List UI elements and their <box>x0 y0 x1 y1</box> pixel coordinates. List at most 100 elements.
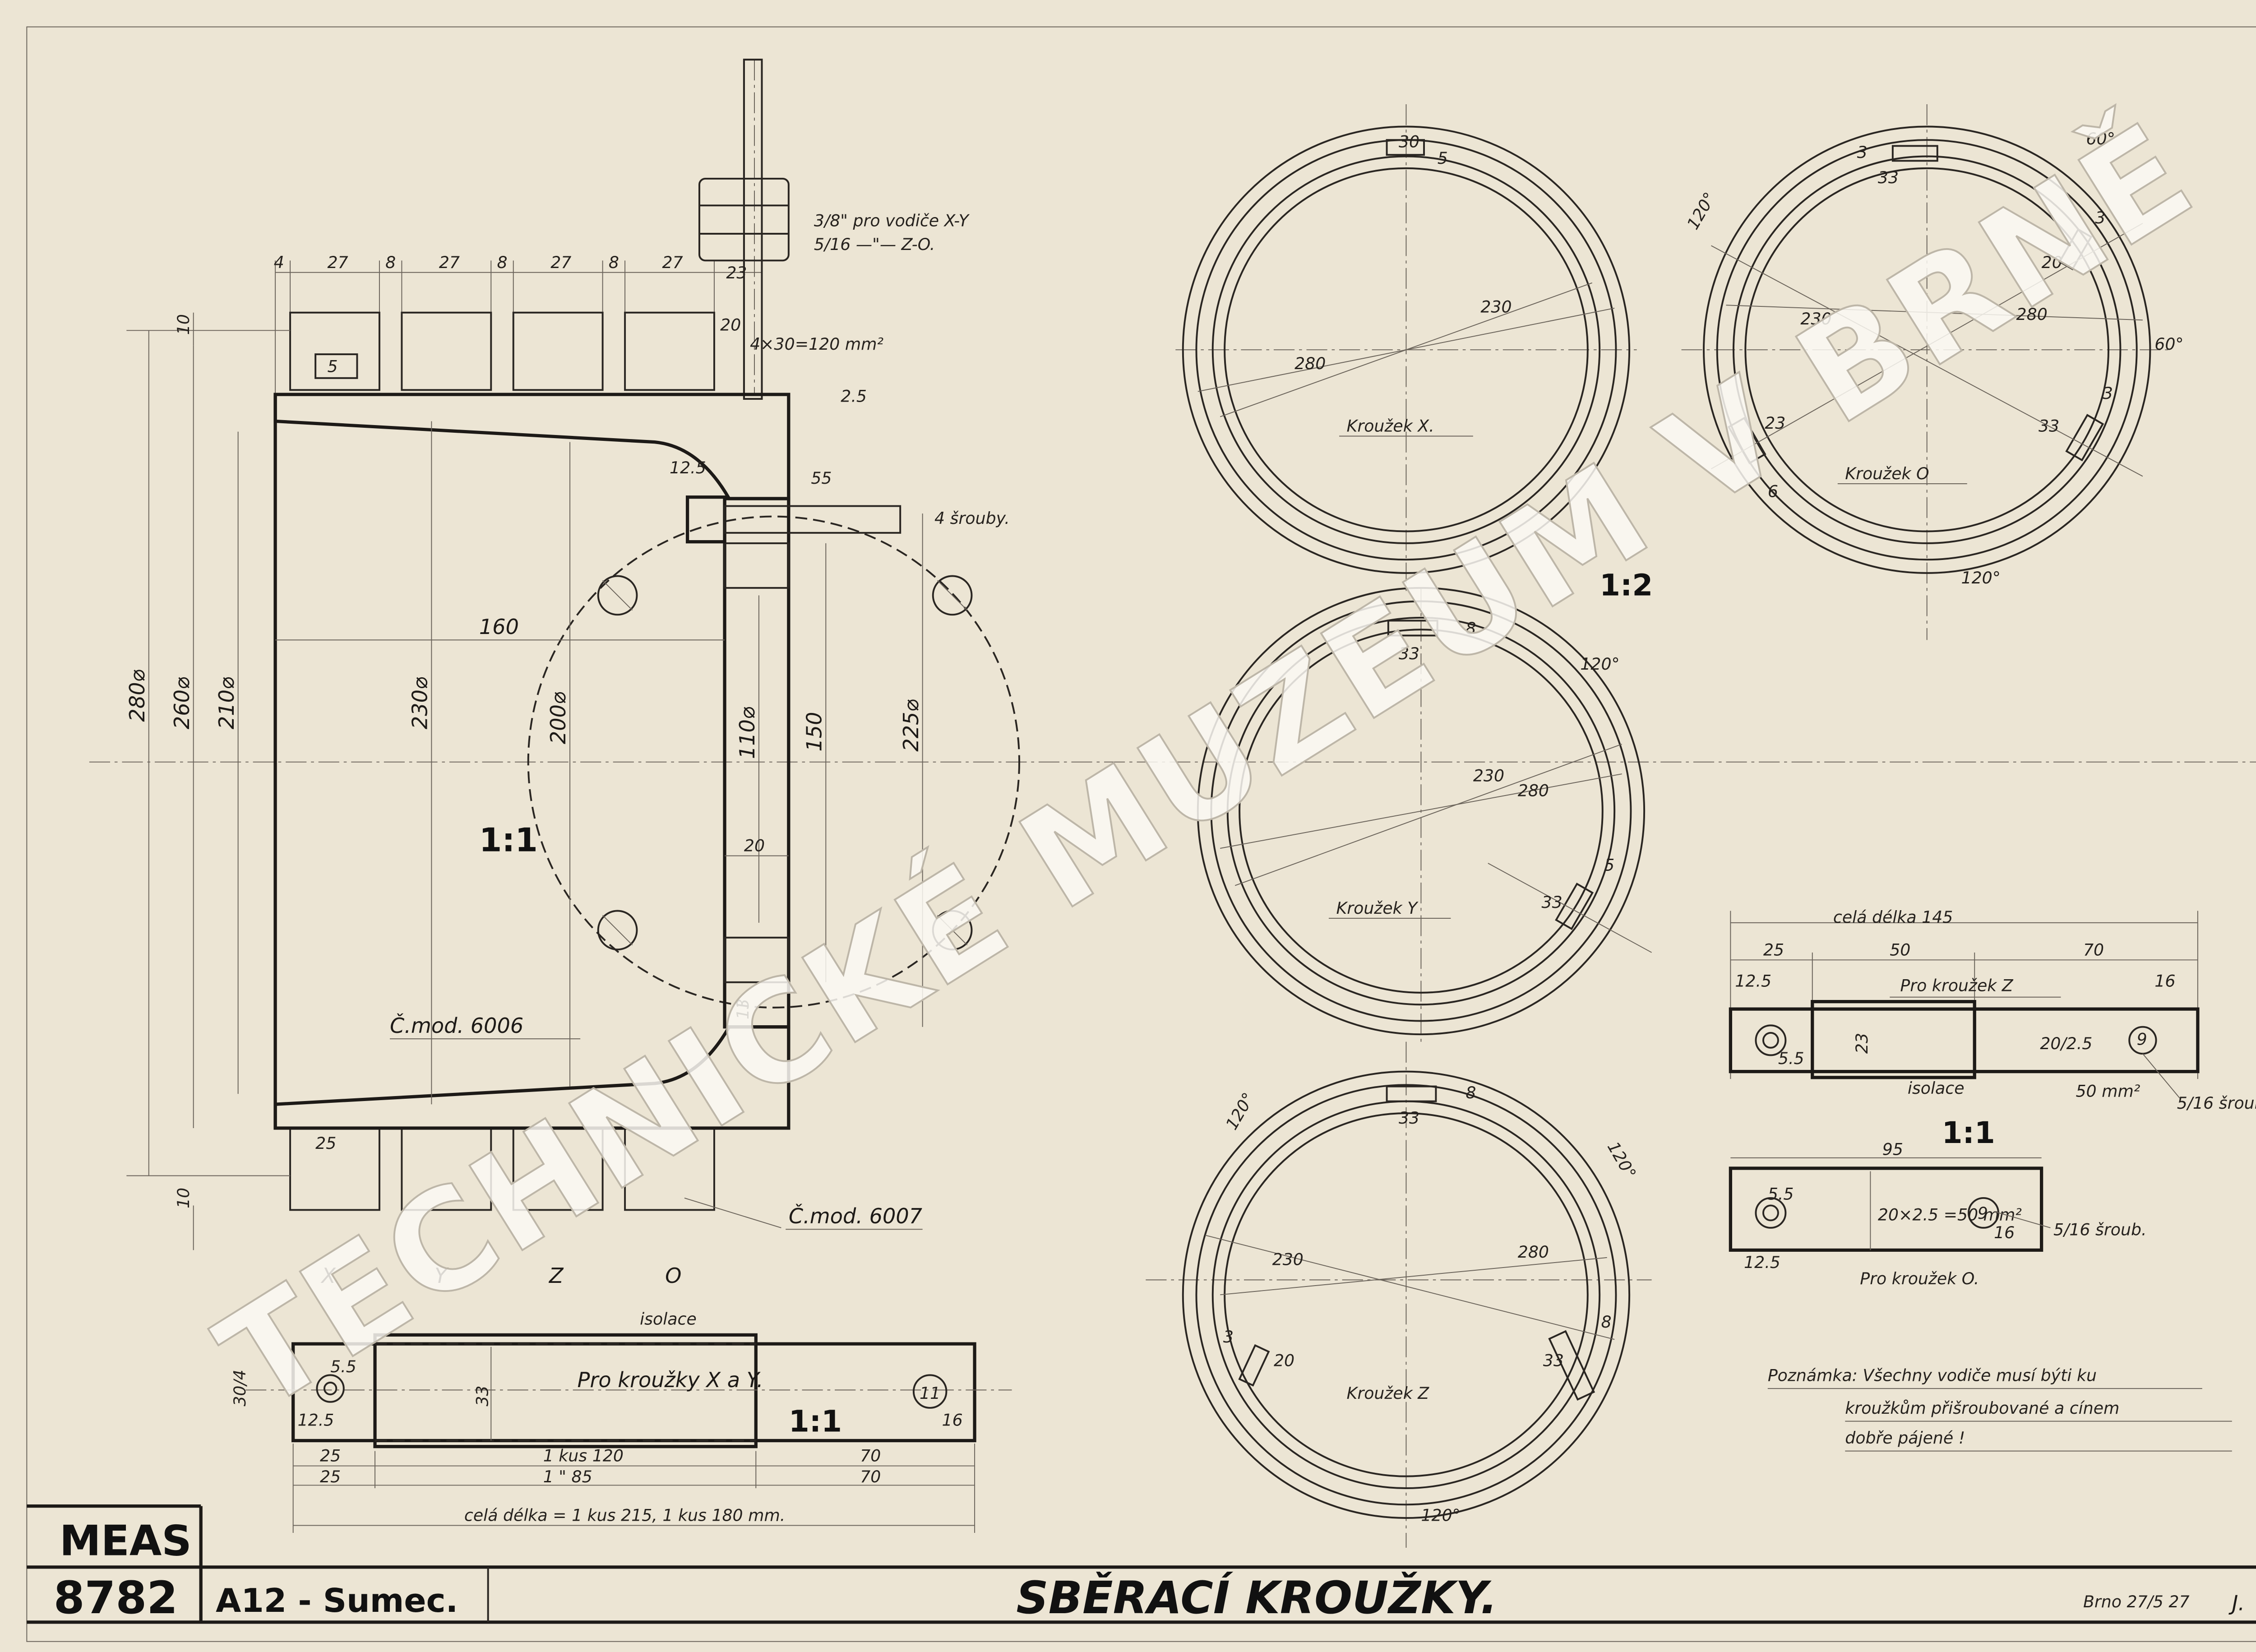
dimension-label: 25 <box>1763 940 1784 959</box>
ring-label-o: O <box>665 1263 681 1288</box>
scale-label: 1:1 <box>789 1404 842 1439</box>
dimension-label: 20 <box>2042 253 2062 272</box>
dimension-label: 230 <box>1272 1249 1304 1269</box>
angle-label: 120° <box>1580 654 1619 674</box>
ring-label: Kroužek X. <box>1347 416 1434 436</box>
ring-label-y: Y <box>435 1263 449 1288</box>
dimension-label: 3 <box>2103 384 2113 403</box>
dimension-label: 70 <box>860 1446 881 1466</box>
dimension-label: 8 <box>497 253 507 272</box>
dimension-label: 70 <box>2083 940 2104 959</box>
dimension-label: 9 <box>1978 1203 1988 1223</box>
note: Poznámka: Všechny vodiče musí býti ku kr… <box>1767 1366 2232 1452</box>
dimension-label: 200⌀ <box>546 692 570 744</box>
archive-code: MEAS <box>60 1516 192 1565</box>
dimension-label: 16 <box>942 1411 963 1430</box>
bolt-label: 5/16 šroub <box>2177 1093 2256 1113</box>
dimension-label: 12.5 <box>298 1411 334 1430</box>
dimension-label: 3 <box>2095 208 2105 227</box>
dimension-label: 110⌀ <box>735 707 759 759</box>
bolt-note: 3/8" pro vodiče X-Y <box>814 211 970 230</box>
dimension-label: 16 <box>2154 972 2175 991</box>
dimension-label: 3 <box>1223 1327 1234 1347</box>
dimension-label: 8 <box>1601 1312 1611 1332</box>
title-block: MEAS 8782 A12 - Sumec. SBĚRACÍ KROUŽKY. … <box>27 1504 2256 1624</box>
model-number: Č.mod. 6007 <box>789 1203 922 1228</box>
dimension-label: 25 <box>320 1446 341 1466</box>
dimension-label: 225⌀ <box>899 699 923 752</box>
dimension-label: 23 <box>1765 413 1785 433</box>
dimension-label: 12.5 <box>670 458 706 477</box>
dimension-label: 280 <box>1518 1242 1549 1262</box>
dimension-label: 30/4 <box>230 1370 250 1406</box>
dimension-label: 280⌀ <box>125 670 149 722</box>
dimension-label: 280 <box>1518 781 1549 801</box>
dimension-label: 2.5 <box>841 387 867 406</box>
drawing-number: 8782 <box>54 1572 178 1624</box>
hub-plate <box>723 497 791 1029</box>
total-length-label: celá délka = 1 kus 215, 1 kus 180 mm. <box>464 1506 785 1525</box>
dimension-label: 95 <box>1882 1139 1903 1159</box>
dimension-label: 5.5 <box>1768 1184 1794 1203</box>
dimension-label: 10 <box>174 1188 193 1208</box>
dimension-label: 160 <box>479 615 519 639</box>
dimension-label: 23 <box>1852 1033 1872 1054</box>
dimension-label: 20/2.5 <box>2040 1034 2092 1053</box>
rings-scale-label: 1:2 <box>1600 568 1653 602</box>
angle-label: 60° <box>2086 129 2115 148</box>
dimension-label: 70 <box>860 1467 881 1486</box>
bolt-circle <box>527 515 1020 1009</box>
dimension-label: 33 <box>1878 168 1899 187</box>
dimension-label: 30 <box>1399 132 1419 152</box>
conductor-section-label: 4×30=120 mm² <box>750 334 883 354</box>
dimension-label: 150 <box>802 712 826 751</box>
ring-label-z: Z <box>548 1263 564 1288</box>
note-line: Poznámka: Všechny vodiče musí býti ku <box>1768 1366 2097 1385</box>
strip-label: Pro kroužky X a Y. <box>578 1368 763 1392</box>
dimension-label: 8 <box>385 253 396 272</box>
ring-o-drawing: 33 3 3 20 23 6 33 3 230 280 60° 60° 120°… <box>1681 104 2184 640</box>
isolation-label: isolace <box>1908 1078 1965 1098</box>
dimension-label: 230 <box>1800 309 1831 329</box>
model-number: Č.mod. 6006 <box>390 1013 523 1038</box>
dimension-label: 4 <box>274 253 284 272</box>
sheet-border <box>26 26 2256 1642</box>
date: Brno 27/5 27 <box>2083 1592 2190 1611</box>
strips-scale-label: 1:1 <box>1942 1115 1995 1150</box>
dimension-label: 8 <box>609 253 619 272</box>
strip-xy-drawing: isolace Pro kroužky X a Y. 1:1 5.5 12.5 … <box>230 1309 1012 1533</box>
ring-label: Kroužek O <box>1845 464 1929 483</box>
bolt-holes <box>597 575 973 951</box>
dimension-label: 25 <box>320 1467 341 1486</box>
dimension-label: 27 <box>662 253 683 272</box>
dimension-label: 27 <box>439 253 460 272</box>
dimension-label: 50 <box>1890 940 1910 959</box>
ring-label: Kroužek Y <box>1336 898 1419 918</box>
dimension-label: 33 <box>1399 1108 1419 1128</box>
section-label: 20×2.5 =50 mm² <box>1878 1205 2022 1224</box>
dimension-label: 9 <box>2137 1029 2147 1049</box>
dimension-label: 20 <box>720 315 741 334</box>
angle-label: 60° <box>2154 334 2183 354</box>
dimension-label: 6 <box>1768 482 1778 501</box>
strip-label: Pro kroužek Z <box>1900 976 2013 995</box>
dimension-label: 13 <box>733 999 753 1019</box>
bolt-note: 5/16 —"— Z-O. <box>814 235 935 254</box>
dimension-label: 55 <box>811 468 832 488</box>
dimension-label: 5 <box>328 357 338 376</box>
angle-label: 120° <box>1421 1506 1460 1525</box>
dimension-label: 280 <box>2016 305 2048 324</box>
dimension-label: 5.5 <box>330 1357 356 1376</box>
dimension-label: 8 <box>1465 1083 1476 1102</box>
dimension-label: 210⌀ <box>214 677 239 729</box>
bolt-shaft <box>724 505 901 534</box>
dimension-label: 260⌀ <box>170 677 194 729</box>
ring-y-drawing: 33 8 120° 230 280 33 5 Kroužek Y <box>1197 587 1652 1042</box>
ring-x-drawing: 30 5 230 280 Kroužek X. <box>1175 104 1637 596</box>
dimension-label: 20 <box>744 836 765 856</box>
strip-o-drawing: 95 5.5 20×2.5 =50 mm² 9 16 5/16 šroub. 1… <box>1729 1139 2147 1288</box>
dimension-label: 27 <box>328 253 348 272</box>
dimension-label: 1 kus 120 <box>543 1446 624 1466</box>
bolts-note: 4 šrouby. <box>934 509 1010 528</box>
